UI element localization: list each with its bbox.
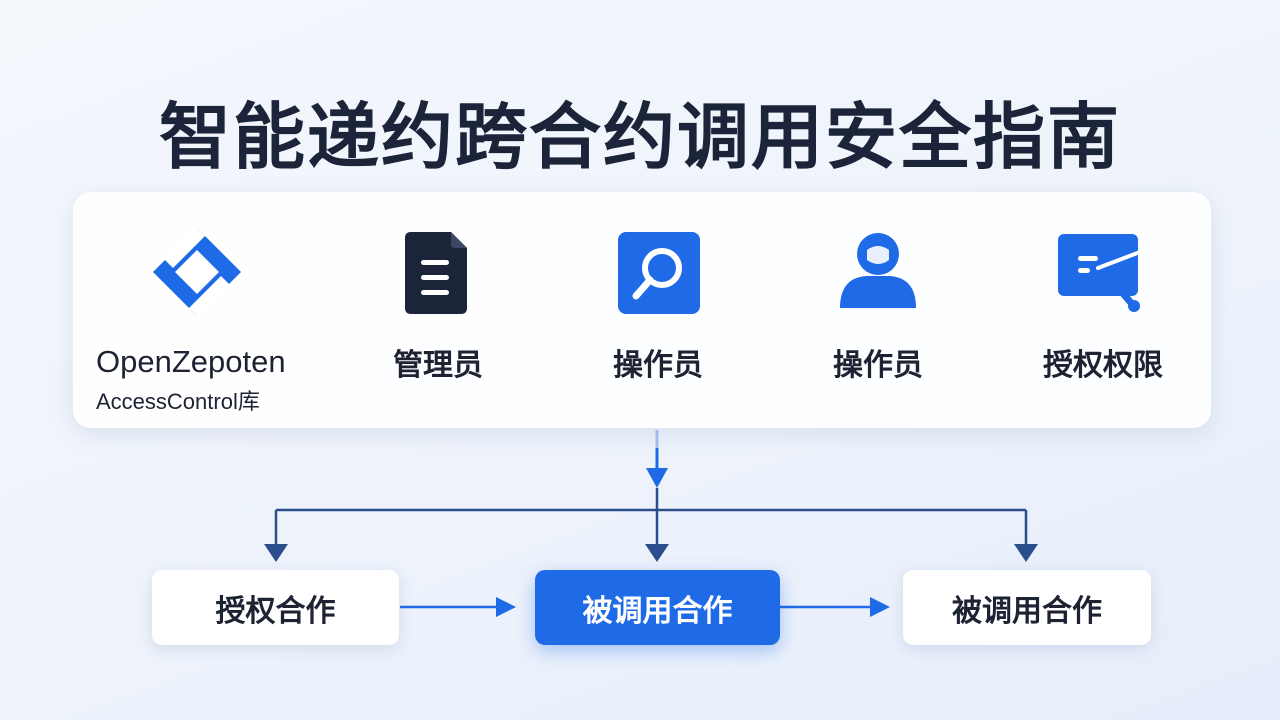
arrow-down-right [1014, 544, 1038, 562]
key-card-icon [1058, 234, 1142, 312]
role-admin: 管理员 [363, 192, 513, 428]
arrow-down-center [645, 544, 669, 562]
role-label: 授权权限 [1043, 348, 1163, 383]
search-icon [618, 232, 700, 314]
flow-box-authorize: 授权合作 [152, 570, 399, 645]
document-icon [405, 232, 467, 314]
library-item: OpenZepoten AccessControl库 [73, 192, 333, 428]
role-permission: 授权权限 [1018, 192, 1188, 428]
role-operator-2: 操作员 [803, 192, 953, 428]
arrow-main-down [646, 468, 668, 488]
role-label: 管理员 [393, 348, 483, 383]
role-label: 操作员 [613, 348, 703, 383]
diamond-logo-icon [153, 226, 241, 318]
arrow-down-left [264, 544, 288, 562]
arrow-right-2 [870, 597, 890, 617]
library-subname: AccessControl库 [96, 389, 260, 414]
flow-box-callee: 被调用合作 [903, 570, 1151, 645]
flow-box-callee-highlight: 被调用合作 [535, 570, 780, 645]
role-label: 操作员 [833, 348, 923, 383]
user-icon [840, 233, 916, 308]
library-label: OpenZepoten AccessControl库 [96, 344, 286, 416]
arrow-right-1 [496, 597, 516, 617]
role-operator-1: 操作员 [583, 192, 733, 428]
page-title: 智能递约跨合约调用安全指南 [158, 95, 1121, 179]
roles-panel: OpenZepoten AccessControl库 管理员 操作员 操作员 [73, 192, 1211, 428]
library-name: OpenZepoten [96, 344, 286, 379]
